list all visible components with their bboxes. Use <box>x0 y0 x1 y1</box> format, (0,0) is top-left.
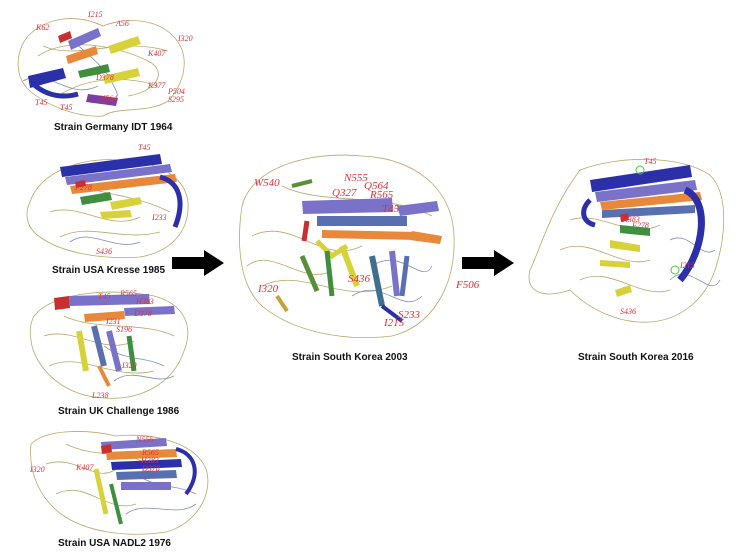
protein-structure-image: T45 R565 H383 D378 I231 S196 I320 L238 <box>29 289 188 400</box>
residue-label: H383 <box>135 297 154 306</box>
residue-label: I320 <box>29 465 45 474</box>
residue-label: S436 <box>348 273 371 285</box>
residue-label: T45 <box>382 203 400 215</box>
residue-label: P504 <box>167 87 185 96</box>
protein-structure-image: W540 N555 Q564 R565 Q327 T45 S436 I320 I… <box>239 154 480 338</box>
residue-label: R565 <box>119 289 137 298</box>
protein-structure-image: T45 H383 F278 I215 S436 <box>528 157 725 323</box>
residue-label: T45 <box>60 103 72 112</box>
residue-label: F506 <box>455 279 480 291</box>
residue-label: T45 <box>138 143 150 152</box>
residue-label: A56 <box>115 19 129 28</box>
residue-label: D378 <box>133 309 152 318</box>
residue-label: I320 <box>177 34 193 43</box>
residue-label: R565 <box>141 448 159 457</box>
residue-label: T45 <box>35 98 47 107</box>
residue-label: S196 <box>116 325 132 334</box>
residue-label: H383 <box>140 456 159 465</box>
residue-label: K377 <box>147 81 166 90</box>
protein-structure-image: I320 K407 N555 R565 H383 D378 <box>29 431 209 535</box>
residue-label: K407 <box>147 49 166 58</box>
protein-structure-image: I215 T45 K62 A56 I320 K407 D378 K377 P50… <box>17 10 193 117</box>
structure-panel-uk-challenge-1986: T45 R565 H383 D378 I231 S196 I320 L238 S… <box>24 286 204 421</box>
residue-label: F278 <box>74 183 92 192</box>
protein-structure-image: T45 F278 I233 S436 <box>26 143 189 258</box>
structure-caption: Strain USA NADL2 1976 <box>58 538 171 549</box>
residue-label: S295 <box>168 95 184 104</box>
right-arrow-icon <box>172 250 224 276</box>
residue-label: K62 <box>35 23 49 32</box>
residue-label: N555 <box>135 435 153 444</box>
residue-label: I320 <box>121 361 137 370</box>
residue-label: I231 <box>105 317 121 326</box>
residue-label: T45 <box>644 157 656 166</box>
residue-label: I320 <box>257 283 279 295</box>
residue-label: S436 <box>620 307 636 316</box>
structure-caption: Strain South Korea 2016 <box>578 352 694 363</box>
structure-panel-germany-idt-1964: I215 T45 K62 A56 I320 K407 D378 K377 P50… <box>8 6 198 136</box>
structure-panel-usa-nadl2-1976: I320 K407 N555 R565 H383 D378 Strain USA… <box>26 424 216 560</box>
residue-label: Q327 <box>332 187 357 199</box>
residue-label: I215 <box>679 261 695 270</box>
structure-panel-south-korea-2016: T45 H383 F278 I215 S436 Strain South Kor… <box>520 150 740 365</box>
right-arrow-icon <box>462 250 514 276</box>
structure-caption: Strain Germany IDT 1964 <box>54 122 173 133</box>
residue-label: K407 <box>75 463 94 472</box>
residue-label: T45 <box>98 292 110 301</box>
structure-caption: Strain South Korea 2003 <box>292 352 408 363</box>
residue-label: L238 <box>91 391 108 400</box>
residue-label: I215 <box>383 317 405 329</box>
residue-label: I233 <box>151 213 167 222</box>
residue-label: H383 <box>621 215 640 224</box>
residue-label: D378 <box>141 464 160 473</box>
residue-label: S233 <box>398 309 421 321</box>
residue-label: N564 <box>99 94 117 103</box>
structure-caption: Strain USA Kresse 1985 <box>52 265 166 276</box>
structure-panel-usa-kresse-1985: T45 F278 I233 S436 Strain USA Kresse 198… <box>20 142 200 277</box>
residue-label: Q564 <box>364 180 389 192</box>
residue-label: D378 <box>95 73 114 82</box>
structure-panel-south-korea-2003: W540 N555 Q564 R565 Q327 T45 S436 I320 I… <box>232 146 480 366</box>
residue-label: W540 <box>254 177 280 189</box>
residue-label: R565 <box>369 189 394 201</box>
residue-label: I215 <box>87 10 103 19</box>
residue-label: S436 <box>96 247 112 256</box>
residue-label: F278 <box>631 221 649 230</box>
structure-caption: Strain UK Challenge 1986 <box>58 406 180 417</box>
residue-label: N555 <box>343 172 368 184</box>
